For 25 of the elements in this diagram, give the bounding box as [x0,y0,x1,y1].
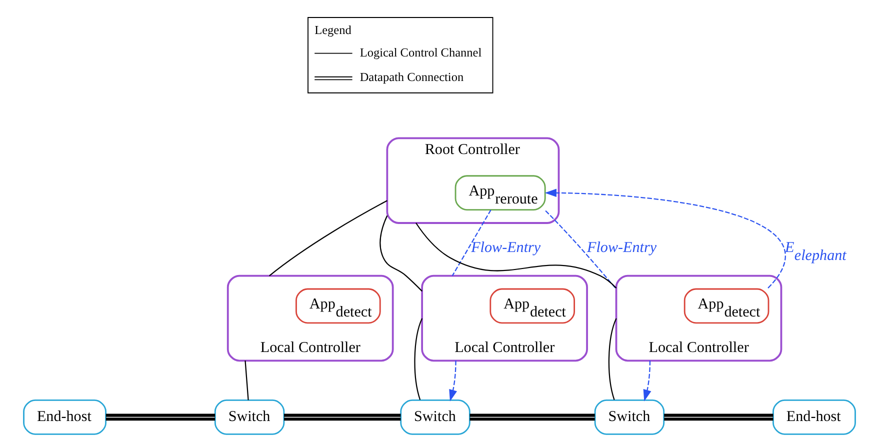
node-box: Switch [400,400,470,435]
edge-label: Flow-Entry [470,240,540,256]
connector [664,414,773,421]
connector [244,360,248,400]
connector [284,414,400,421]
connector [105,414,215,421]
connector [379,215,422,292]
node-box: End-host [772,400,856,435]
node-box: Switch [214,400,284,435]
arrow [544,188,786,288]
connector [414,318,422,400]
legend-label: Datapath Connection [359,70,464,84]
legend-label: Logical Control Channel [359,46,482,60]
connector [608,318,616,400]
connector [451,210,491,276]
node-box: Switch [594,400,664,435]
connector [469,414,594,421]
node-box: End-host [22,400,106,435]
connector [268,200,387,276]
label: Legend [314,22,351,37]
edge-label: Flow-Entry [586,240,656,256]
arrow [448,360,457,402]
connector [415,222,616,288]
arrow [642,360,651,402]
connector [544,210,616,290]
